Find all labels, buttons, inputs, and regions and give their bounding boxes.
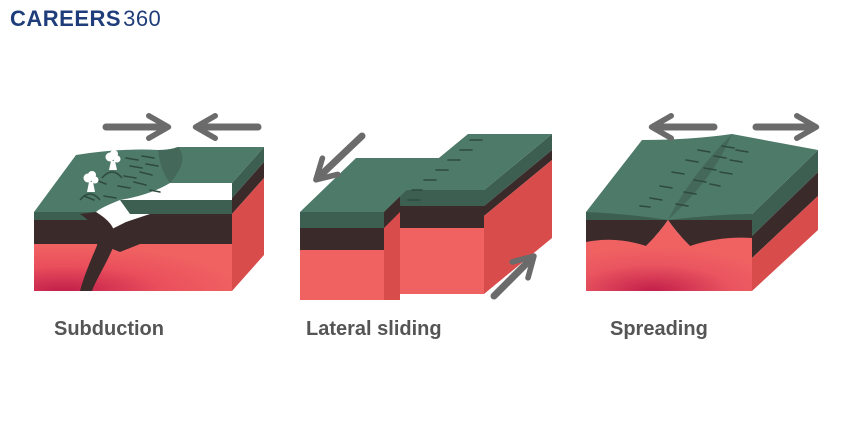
volcano-icon (79, 171, 101, 201)
subduction-ridge (158, 147, 183, 183)
subduction-block (34, 147, 264, 291)
lateral-right-front-crust (400, 190, 484, 206)
spreading-front-mantle (586, 236, 752, 291)
subduction-label: Subduction (54, 318, 164, 340)
lateral-fault-texture (407, 139, 483, 201)
volcano-icon (101, 150, 123, 179)
lateral-right-top (400, 134, 552, 190)
spreading-side-mantle (752, 196, 818, 291)
spreading-side-litho (752, 172, 818, 258)
lateral-left-front-litho (300, 228, 384, 250)
spreading-side-crust (752, 150, 818, 236)
lateral-left-front-mantle (300, 250, 384, 300)
spreading-rift (668, 134, 732, 220)
spreading-rift-texture (639, 145, 749, 208)
subduction-top-surface (34, 147, 264, 212)
lateral-right-front-mantle (400, 228, 484, 294)
subduction-side-mantle (232, 178, 264, 291)
lateral-right-side-litho (484, 150, 552, 216)
spreading-block (586, 134, 818, 291)
lateral-right-front-litho (400, 206, 484, 228)
lateral-left-front-crust (300, 212, 384, 228)
brand-number: 360 (123, 6, 162, 31)
subduction-side-crust (232, 147, 264, 198)
subduction-slab (80, 212, 116, 291)
lateral-right-side-crust (484, 134, 552, 206)
arrow-up-right-icon (490, 253, 537, 300)
lateral-right-side-mantle (484, 160, 552, 294)
subduction-front-mantle (34, 240, 232, 291)
subduction-front-litho (34, 214, 232, 252)
lateral-sliding-label: Lateral sliding (306, 318, 442, 340)
brand-word: CAREERS (10, 6, 122, 31)
lateral-left-top (300, 158, 440, 212)
arrow-down-left-icon (313, 132, 366, 183)
lateral-sliding-block (300, 134, 552, 300)
spreading-front-litho (586, 218, 752, 246)
spreading-upwelling (646, 220, 690, 246)
subduction-side-litho (232, 162, 264, 214)
subduction-front-crust-right (120, 200, 232, 214)
subduction-texture (83, 155, 161, 201)
spreading-label: Spreading (610, 318, 708, 340)
brand-logo: CAREERS 360 (10, 6, 161, 32)
